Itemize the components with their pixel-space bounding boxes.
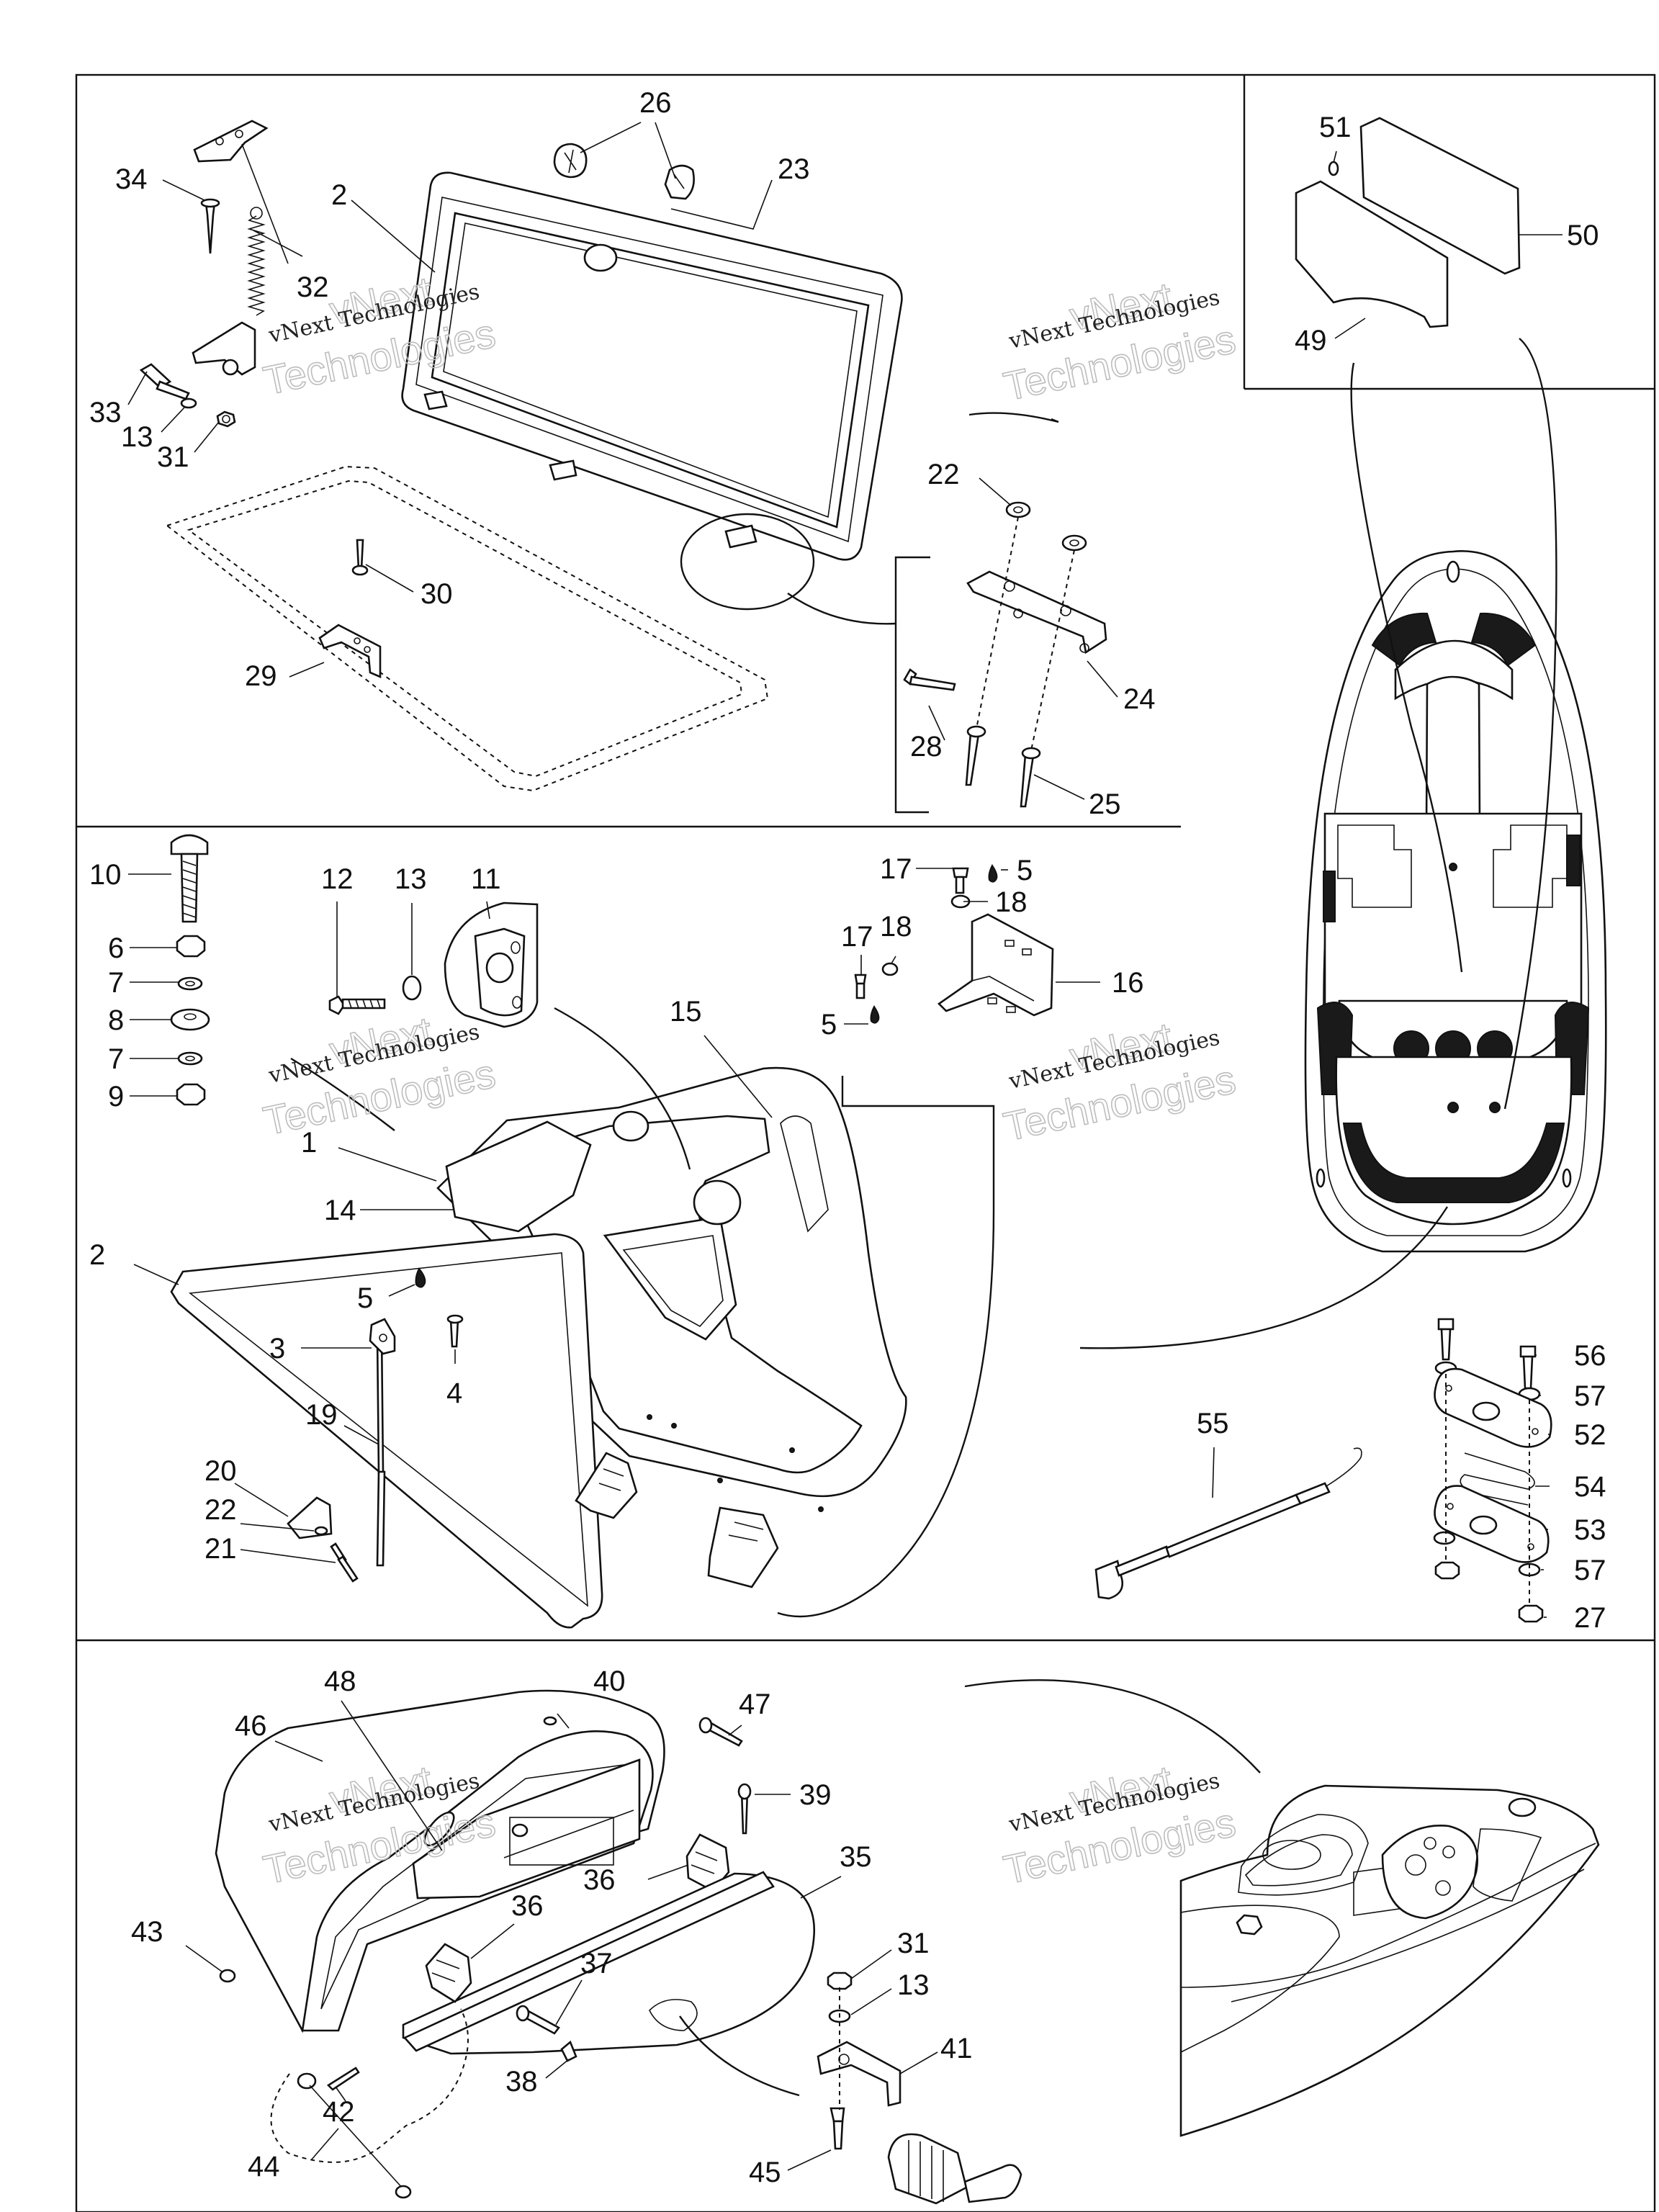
callout-52: 52	[1574, 1419, 1606, 1451]
callout-32: 32	[297, 271, 329, 303]
callout-56: 56	[1574, 1340, 1606, 1372]
callout-18: 18	[995, 886, 1028, 918]
callout-57: 57	[1574, 1555, 1606, 1586]
callout-24: 24	[1123, 683, 1156, 715]
callout-29: 29	[245, 660, 277, 692]
callout-53: 53	[1574, 1514, 1606, 1546]
callout-31: 31	[897, 1928, 930, 1959]
panel-frames	[75, 73, 1656, 2212]
dash-compartment-assembly	[215, 1679, 1261, 2205]
callout-14: 14	[324, 1195, 356, 1226]
callout-13: 13	[395, 863, 427, 895]
callout-10: 10	[89, 859, 122, 891]
callout-11: 11	[471, 863, 501, 895]
callout-12: 12	[321, 863, 354, 895]
callout-46: 46	[235, 1710, 267, 1742]
callout-42: 42	[323, 2096, 355, 2128]
glovebox-assembly	[170, 338, 1557, 1629]
callout-labels: 34 26 23 2 32 33 13 31 30 29 22 24 28 25…	[89, 87, 1606, 2188]
callout-19: 19	[305, 1399, 338, 1431]
callout-22: 22	[927, 459, 960, 490]
callout-3: 3	[269, 1333, 285, 1364]
callout-28: 28	[910, 731, 943, 763]
callout-5: 5	[1017, 855, 1033, 886]
callout-5: 5	[821, 1009, 837, 1040]
leader-lines	[127, 122, 1563, 2171]
callout-15: 15	[670, 996, 702, 1028]
callout-17: 17	[880, 853, 912, 885]
callout-48: 48	[324, 1665, 356, 1697]
callout-54: 54	[1574, 1471, 1606, 1503]
callout-9: 9	[108, 1081, 124, 1112]
callout-1: 1	[301, 1127, 317, 1159]
callout-18: 18	[880, 911, 912, 943]
callout-23: 23	[778, 153, 810, 185]
callout-7: 7	[108, 967, 124, 999]
callout-45: 45	[749, 2157, 781, 2188]
callout-49: 49	[1295, 325, 1327, 356]
callout-22: 22	[204, 1494, 237, 1526]
callout-41: 41	[940, 2033, 973, 2064]
callout-34: 34	[115, 163, 148, 195]
pad-inset	[1295, 117, 1521, 328]
callout-20: 20	[204, 1455, 237, 1487]
callout-47: 47	[739, 1689, 771, 1720]
callout-31: 31	[157, 441, 189, 473]
callout-43: 43	[131, 1916, 163, 1948]
callout-13: 13	[121, 421, 153, 453]
hinge-detail-inset	[680, 501, 1107, 814]
callout-6: 6	[108, 932, 124, 964]
callout-27: 27	[1574, 1602, 1606, 1634]
callout-7: 7	[108, 1043, 124, 1075]
callout-30: 30	[421, 578, 453, 610]
callout-25: 25	[1089, 788, 1121, 820]
callout-13: 13	[897, 1969, 930, 2001]
handle-and-latch	[1094, 1318, 1552, 1623]
callout-8: 8	[108, 1004, 124, 1036]
callout-17: 17	[841, 921, 873, 953]
callout-40: 40	[593, 1665, 626, 1697]
callout-33: 33	[89, 397, 122, 428]
callout-50: 50	[1567, 220, 1599, 251]
callout-2: 2	[89, 1239, 105, 1271]
callout-44: 44	[248, 2151, 280, 2182]
watercraft-top-view	[1304, 550, 1607, 1253]
callout-16: 16	[1112, 967, 1144, 999]
callout-4: 4	[446, 1377, 462, 1409]
callout-26: 26	[639, 87, 672, 119]
callout-57: 57	[1574, 1380, 1606, 1412]
callout-36: 36	[583, 1864, 616, 1896]
storage-lid-assembly	[139, 120, 903, 792]
callout-55: 55	[1197, 1408, 1229, 1439]
callout-39: 39	[799, 1779, 832, 1811]
callout-38: 38	[505, 2066, 538, 2098]
callout-37: 37	[580, 1948, 613, 1979]
callout-21: 21	[204, 1533, 237, 1565]
watercraft-perspective-view	[1179, 1784, 1600, 2137]
callout-5: 5	[357, 1282, 373, 1314]
callout-36: 36	[511, 1890, 544, 1922]
callout-35: 35	[840, 1841, 872, 1873]
callout-2: 2	[331, 179, 347, 211]
callout-51: 51	[1319, 112, 1352, 143]
